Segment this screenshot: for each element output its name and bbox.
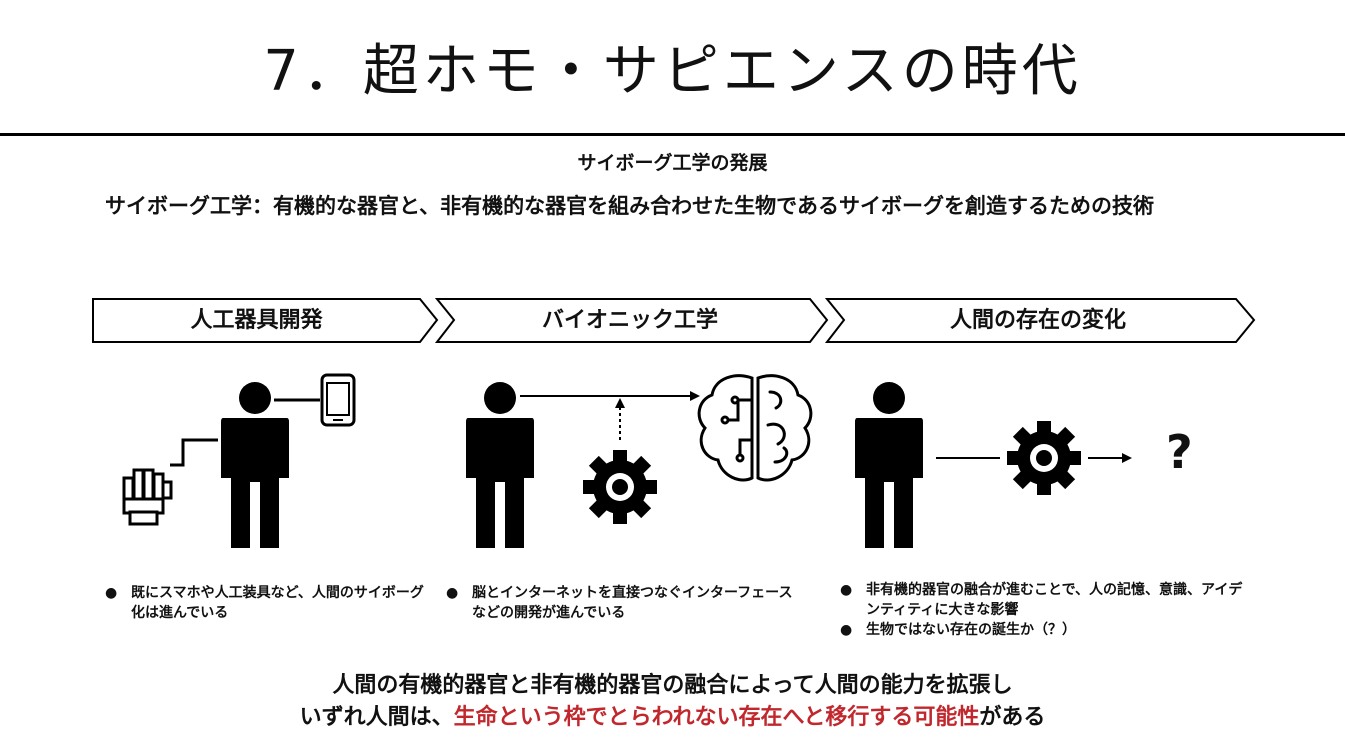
list-item: ● 生物ではない存在の誕生か（？） — [840, 620, 1250, 640]
person-icon — [466, 382, 534, 548]
conclusion-prefix: いずれ人間は、 — [299, 705, 454, 730]
conclusion-suffix: がある — [979, 705, 1046, 730]
bullet-icon: ● — [446, 585, 459, 601]
bullet-icon: ● — [105, 585, 118, 601]
bullet-icon: ● — [840, 582, 853, 598]
arrow-icon — [690, 391, 700, 401]
smartphone-icon — [320, 373, 356, 427]
definition-text: サイボーグ工学：有機的な器官と、非有機的な器官を組み合わせた生物であるサイボーグ… — [105, 194, 1154, 218]
chevron-stage-1 — [92, 298, 439, 343]
title-divider — [0, 133, 1345, 136]
stage-2-label: バイオニック工学 — [541, 308, 718, 333]
arrow-icon — [615, 398, 625, 408]
bullet-text: 既にスマホや人工装具など、人間のサイボーグ化は進んでいる — [131, 585, 424, 621]
arrow-icon — [1122, 453, 1132, 463]
stage-1-label: 人工器具開発 — [190, 308, 323, 333]
conclusion-line-1: 人間の有機的器官と非有機的器官の融合によって人間の能力を拡張し — [332, 673, 1013, 698]
stage-2-bullets: ● 脳とインターネットを直接つなぐインターフェースなどの開発が進んでいる — [446, 583, 806, 623]
bullet-text: 脳とインターネットを直接つなぐインターフェースなどの開発が進んでいる — [472, 585, 793, 621]
stage-1-bullets: ● 既にスマホや人工装具など、人間のサイボーグ化は進んでいる — [105, 583, 435, 623]
robotic-hand-icon — [122, 468, 173, 526]
chevron-stage-2 — [434, 298, 829, 343]
person-icon — [855, 382, 923, 548]
conclusion: 人間の有機的器官と非有機的器官の融合によって人間の能力を拡張し いずれ人間は、生… — [0, 670, 1345, 734]
bullet-text: 生物ではない存在の誕生か（？） — [866, 622, 1076, 638]
slide-title: 7．超ホモ・サピエンスの時代 — [263, 39, 1082, 104]
conclusion-highlight: 生命という枠でとらわれない存在へと移行する可能性 — [453, 705, 980, 730]
gear-icon — [583, 450, 657, 524]
conclusion-line-2: いずれ人間は、生命という枠でとらわれない存在へと移行する可能性がある — [0, 702, 1345, 734]
bullet-icon: ● — [840, 622, 853, 638]
section-heading: サイボーグ工学の発展 — [577, 152, 768, 174]
list-item: ● 非有機的器官の融合が進むことで、人の記憶、意識、アイデンティティに大きな影響 — [840, 580, 1250, 620]
stage-3-label: 人間の存在の変化 — [949, 308, 1126, 333]
connector-line — [170, 438, 218, 467]
list-item: ● 既にスマホや人工装具など、人間のサイボーグ化は進んでいる — [105, 583, 435, 623]
chevron-stage-3 — [824, 298, 1256, 343]
stage-3-bullets: ●非有機的器官の融合が進むことで、人の記憶、意識、アイデンティティに大きな影響 … — [840, 580, 1250, 640]
person-icon — [221, 382, 289, 548]
bullet-text: 非有機的器官の融合が進むことで、人の記憶、意識、アイデンティティに大きな影響 — [866, 582, 1243, 618]
brain-circuit-icon — [697, 374, 813, 482]
question-mark: ? — [1166, 425, 1193, 479]
list-item: ● 脳とインターネットを直接つなぐインターフェースなどの開発が進んでいる — [446, 583, 806, 623]
gear-icon — [1007, 421, 1081, 495]
